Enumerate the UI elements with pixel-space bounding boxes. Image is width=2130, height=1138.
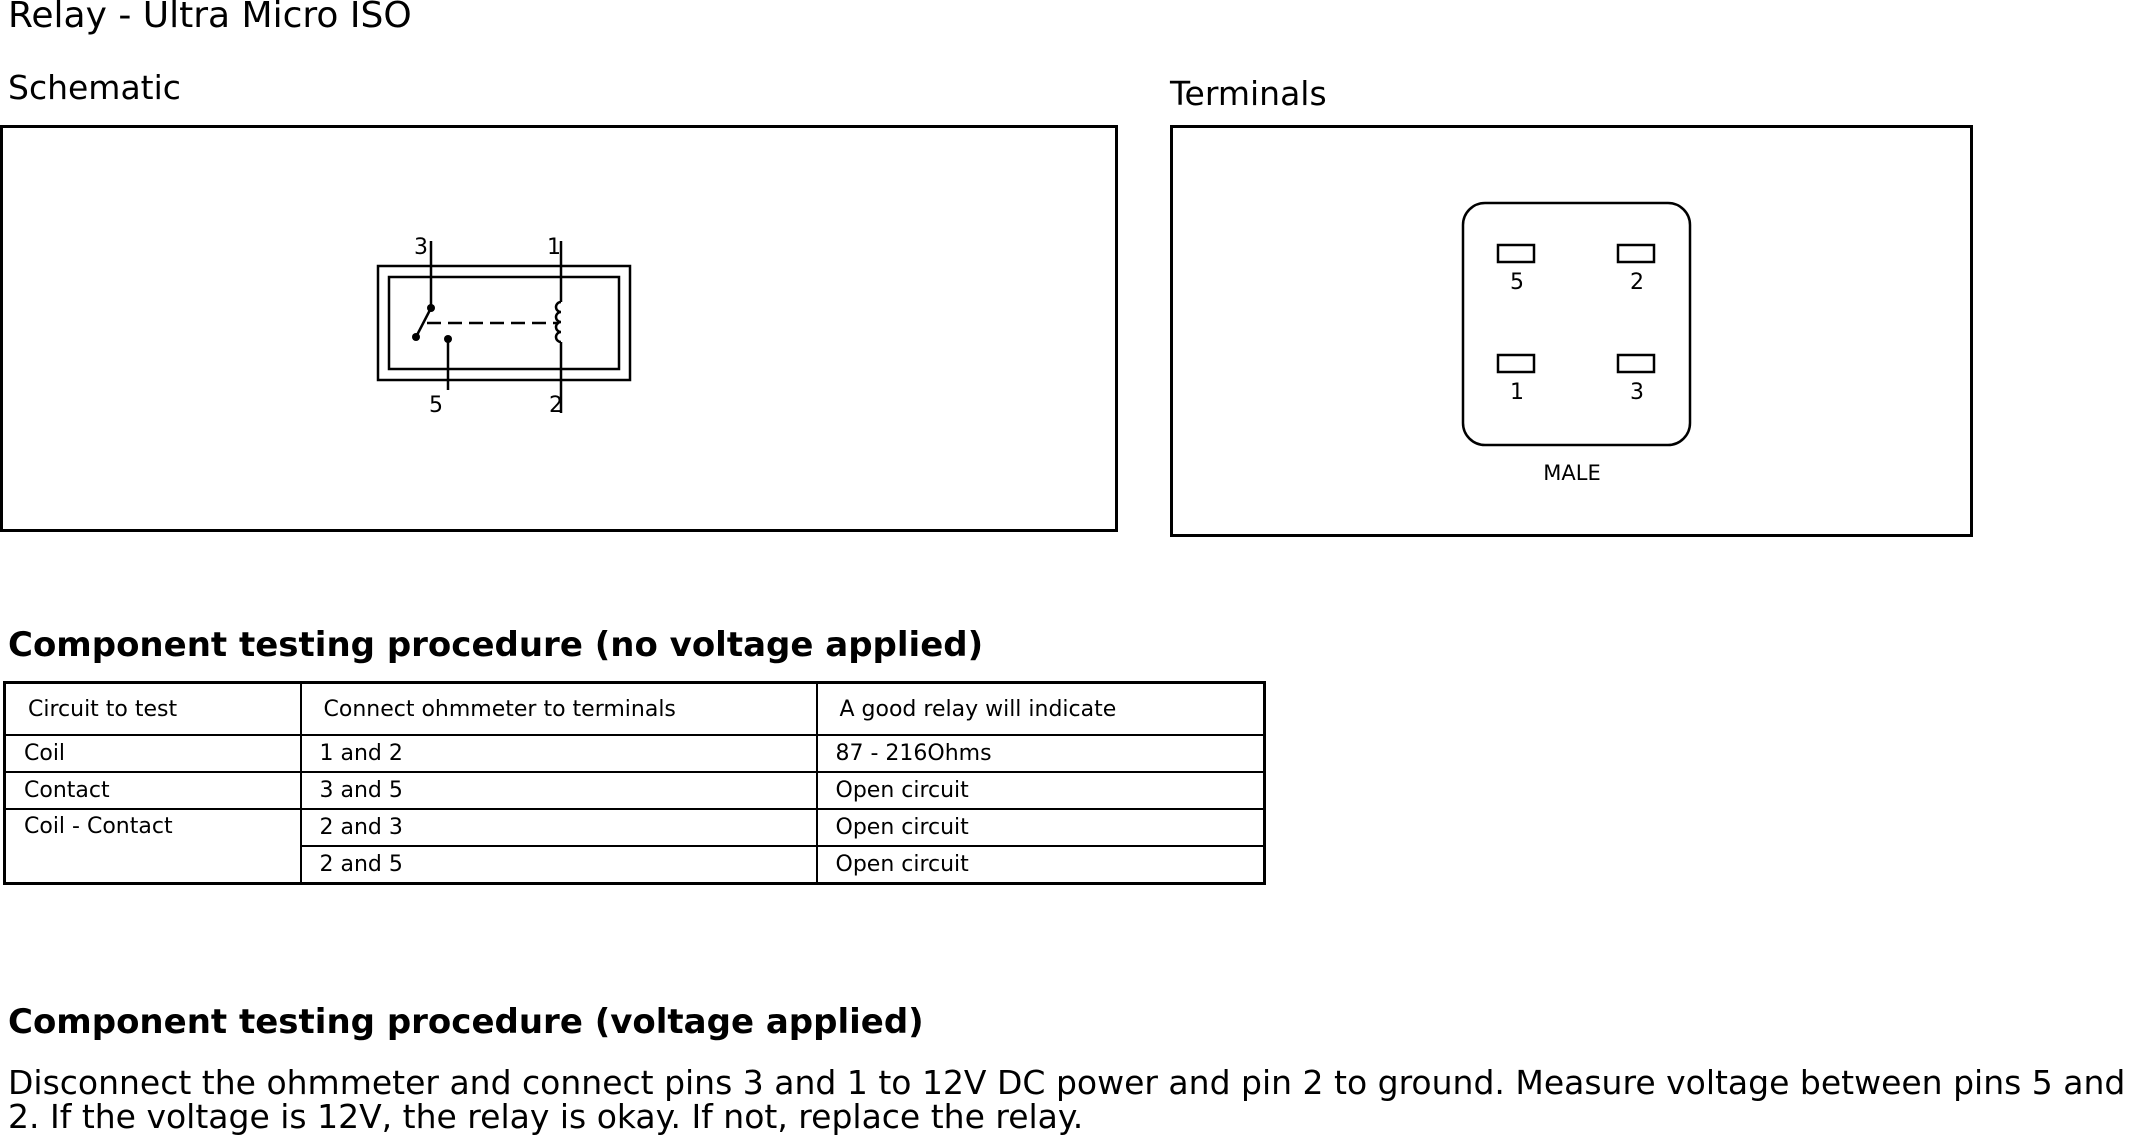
relay-schematic-diagram: 3 1 5 2	[376, 235, 632, 418]
procedure-table: Circuit to test Connect ohmmeter to term…	[3, 681, 1266, 885]
schematic-pin-1: 1	[547, 235, 561, 260]
table-cell: Open circuit	[815, 845, 1266, 885]
relay-coil	[554, 300, 562, 344]
procedure-voltage-heading: Component testing procedure (voltage app…	[8, 1002, 924, 1042]
table-cell: 2 and 3	[299, 808, 818, 847]
terminal-3-slot	[1616, 353, 1656, 374]
table-header-row: Circuit to test Connect ohmmeter to term…	[3, 681, 1266, 736]
terminal-pin-1: 1	[1510, 380, 1524, 405]
terminals-label: Terminals	[1170, 74, 1327, 113]
relay-housing-inner	[387, 275, 621, 371]
table-cell: 87 - 216Ohms	[815, 734, 1266, 773]
table-cell: Open circuit	[815, 771, 1266, 810]
procedure-no-voltage-heading: Component testing procedure (no voltage …	[8, 625, 984, 665]
table-row: 2 and 5 Open circuit	[5, 845, 1266, 885]
connector-body	[1461, 201, 1692, 447]
terminal-pin-5: 5	[1510, 270, 1524, 295]
schematic-pin-5: 5	[429, 393, 443, 418]
procedure-voltage-text: Disconnect the ohmmeter and connect pins…	[8, 1063, 2126, 1136]
terminal-1-slot	[1496, 353, 1536, 374]
table-cell: Open circuit	[815, 808, 1266, 847]
terminal-2-slot	[1616, 243, 1656, 264]
table-cell: Coil	[3, 734, 302, 773]
table-cell: 1 and 2	[299, 734, 818, 773]
schematic-pin-3: 3	[414, 235, 428, 260]
table-cell: Contact	[3, 771, 302, 810]
schematic-panel: 3 1 5 2	[0, 125, 1118, 532]
table-header-cell: Circuit to test	[3, 681, 302, 736]
table-header-cell: Connect ohmmeter to terminals	[299, 681, 818, 736]
switch-pivot-dot	[427, 304, 435, 312]
connector-terminals-diagram: 5 2 1 3 MALE	[1461, 201, 1692, 485]
switch-arm	[414, 307, 433, 338]
document-title: Relay - Ultra Micro ISO	[8, 0, 412, 36]
contact-dot	[444, 335, 452, 343]
table-row: Coil - Contact 2 and 3 Open circuit	[3, 808, 1266, 885]
schematic-label: Schematic	[8, 68, 181, 107]
terminal-pin-3: 3	[1630, 380, 1644, 405]
table-row: Contact 3 and 5 Open circuit	[3, 771, 1266, 810]
schematic-pin-2: 2	[549, 393, 563, 418]
connector-gender-label: MALE	[1543, 461, 1600, 485]
switch-tip-dot	[412, 333, 420, 341]
terminals-panel: 5 2 1 3 MALE	[1170, 125, 1973, 537]
table-row: Coil 1 and 2 87 - 216Ohms	[3, 734, 1266, 773]
table-cell: Coil - Contact	[3, 808, 302, 885]
terminal-5-slot	[1496, 243, 1536, 264]
relay-housing-outer	[376, 264, 632, 382]
table-header-cell: A good relay will indicate	[815, 681, 1266, 736]
terminal-pin-2: 2	[1630, 270, 1644, 295]
table-cell: 3 and 5	[299, 771, 818, 810]
table-cell: 2 and 5	[299, 845, 818, 885]
